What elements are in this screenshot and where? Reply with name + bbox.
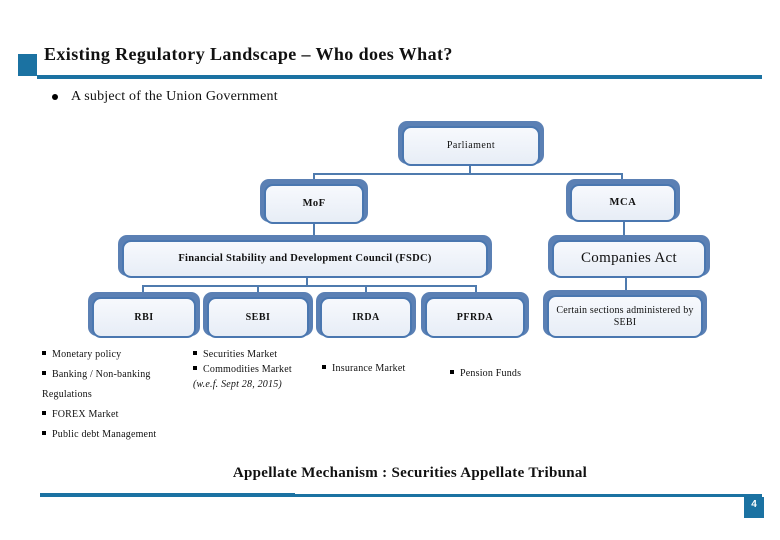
node-label: Certain sections administered by SEBI	[547, 295, 703, 338]
node-sebi-sections: Certain sections administered by SEBI	[543, 290, 707, 338]
title-accent-square	[18, 54, 37, 76]
node-fsdc: Financial Stability and Development Coun…	[118, 235, 492, 278]
list-pfrda-responsibilities: Pension Funds	[450, 368, 560, 379]
list-item-text: FOREX Market	[52, 409, 119, 420]
node-label: RBI	[92, 297, 196, 338]
connector	[306, 278, 308, 287]
list-item-text: Pension Funds	[460, 368, 522, 379]
square-bullet-icon	[193, 366, 197, 370]
connector	[313, 173, 623, 175]
square-bullet-icon	[42, 351, 46, 355]
list-item: Public debt Management	[42, 429, 202, 440]
list-item-text: Monetary policy	[52, 349, 122, 360]
node-label: IRDA	[320, 297, 412, 338]
list-sebi-responsibilities: Securities Market Commodities Market (w.…	[193, 349, 328, 394]
node-mca: MCA	[566, 179, 680, 222]
node-label: Companies Act	[552, 240, 706, 278]
list-item: Monetary policy	[42, 349, 202, 360]
subject-bullet-text: A subject of the Union Government	[71, 89, 278, 104]
list-item: FOREX Market	[42, 409, 202, 420]
connector	[313, 224, 315, 241]
footer-note: Appellate Mechanism : Securities Appella…	[232, 465, 588, 481]
node-companies-act: Companies Act	[548, 235, 710, 278]
connector	[623, 222, 625, 241]
list-item-text: Public debt Management	[52, 429, 157, 440]
list-item: Securities Market	[193, 349, 328, 360]
list-item-text: Regulations	[42, 389, 92, 400]
connector	[469, 166, 471, 175]
list-item: Regulations	[42, 389, 202, 400]
square-bullet-icon	[42, 371, 46, 375]
list-irda-responsibilities: Insurance Market	[322, 363, 442, 374]
connector	[142, 285, 477, 287]
page-number-badge: 4	[744, 497, 764, 518]
list-item: Commodities Market	[193, 364, 328, 375]
connector	[365, 285, 367, 298]
node-label: Financial Stability and Development Coun…	[122, 240, 488, 278]
page-title: Existing Regulatory Landscape – Who does…	[44, 44, 453, 64]
list-item-text: Banking / Non-banking	[52, 369, 151, 380]
node-label: SEBI	[207, 297, 309, 338]
square-bullet-icon	[193, 351, 197, 355]
subject-bullet-line: A subject of the Union Government	[52, 89, 278, 105]
node-rbi: RBI	[88, 292, 200, 338]
node-label: MCA	[570, 184, 676, 222]
square-bullet-icon	[450, 370, 454, 374]
connector	[625, 278, 627, 296]
list-item-text: Commodities Market	[203, 364, 292, 375]
node-label: Parliament	[402, 126, 540, 166]
list-item: Insurance Market	[322, 363, 442, 374]
title-underline	[37, 75, 762, 79]
list-rbi-responsibilities: Monetary policy Banking / Non-banking Re…	[42, 349, 202, 449]
list-item: Pension Funds	[450, 368, 560, 379]
square-bullet-icon	[42, 431, 46, 435]
connector	[257, 285, 259, 298]
list-item-text: Insurance Market	[332, 363, 406, 374]
list-item: Banking / Non-banking	[42, 369, 202, 380]
connector	[142, 285, 144, 298]
node-label: PFRDA	[425, 297, 525, 338]
node-sebi: SEBI	[203, 292, 313, 338]
node-pfrda: PFRDA	[421, 292, 529, 338]
square-bullet-icon	[322, 365, 326, 369]
list-item-text: Securities Market	[203, 349, 278, 360]
node-parliament: Parliament	[398, 121, 544, 166]
node-irda: IRDA	[316, 292, 416, 338]
node-mof: MoF	[260, 179, 368, 224]
bottom-divider-left	[40, 493, 295, 497]
node-label: MoF	[264, 184, 364, 224]
list-item-text: (w.e.f. Sept 28, 2015)	[193, 379, 282, 390]
connector	[475, 285, 477, 298]
square-bullet-icon	[42, 411, 46, 415]
bottom-divider-right	[292, 494, 762, 497]
bullet-dot-icon	[52, 94, 58, 100]
list-item-note: (w.e.f. Sept 28, 2015)	[193, 379, 328, 390]
